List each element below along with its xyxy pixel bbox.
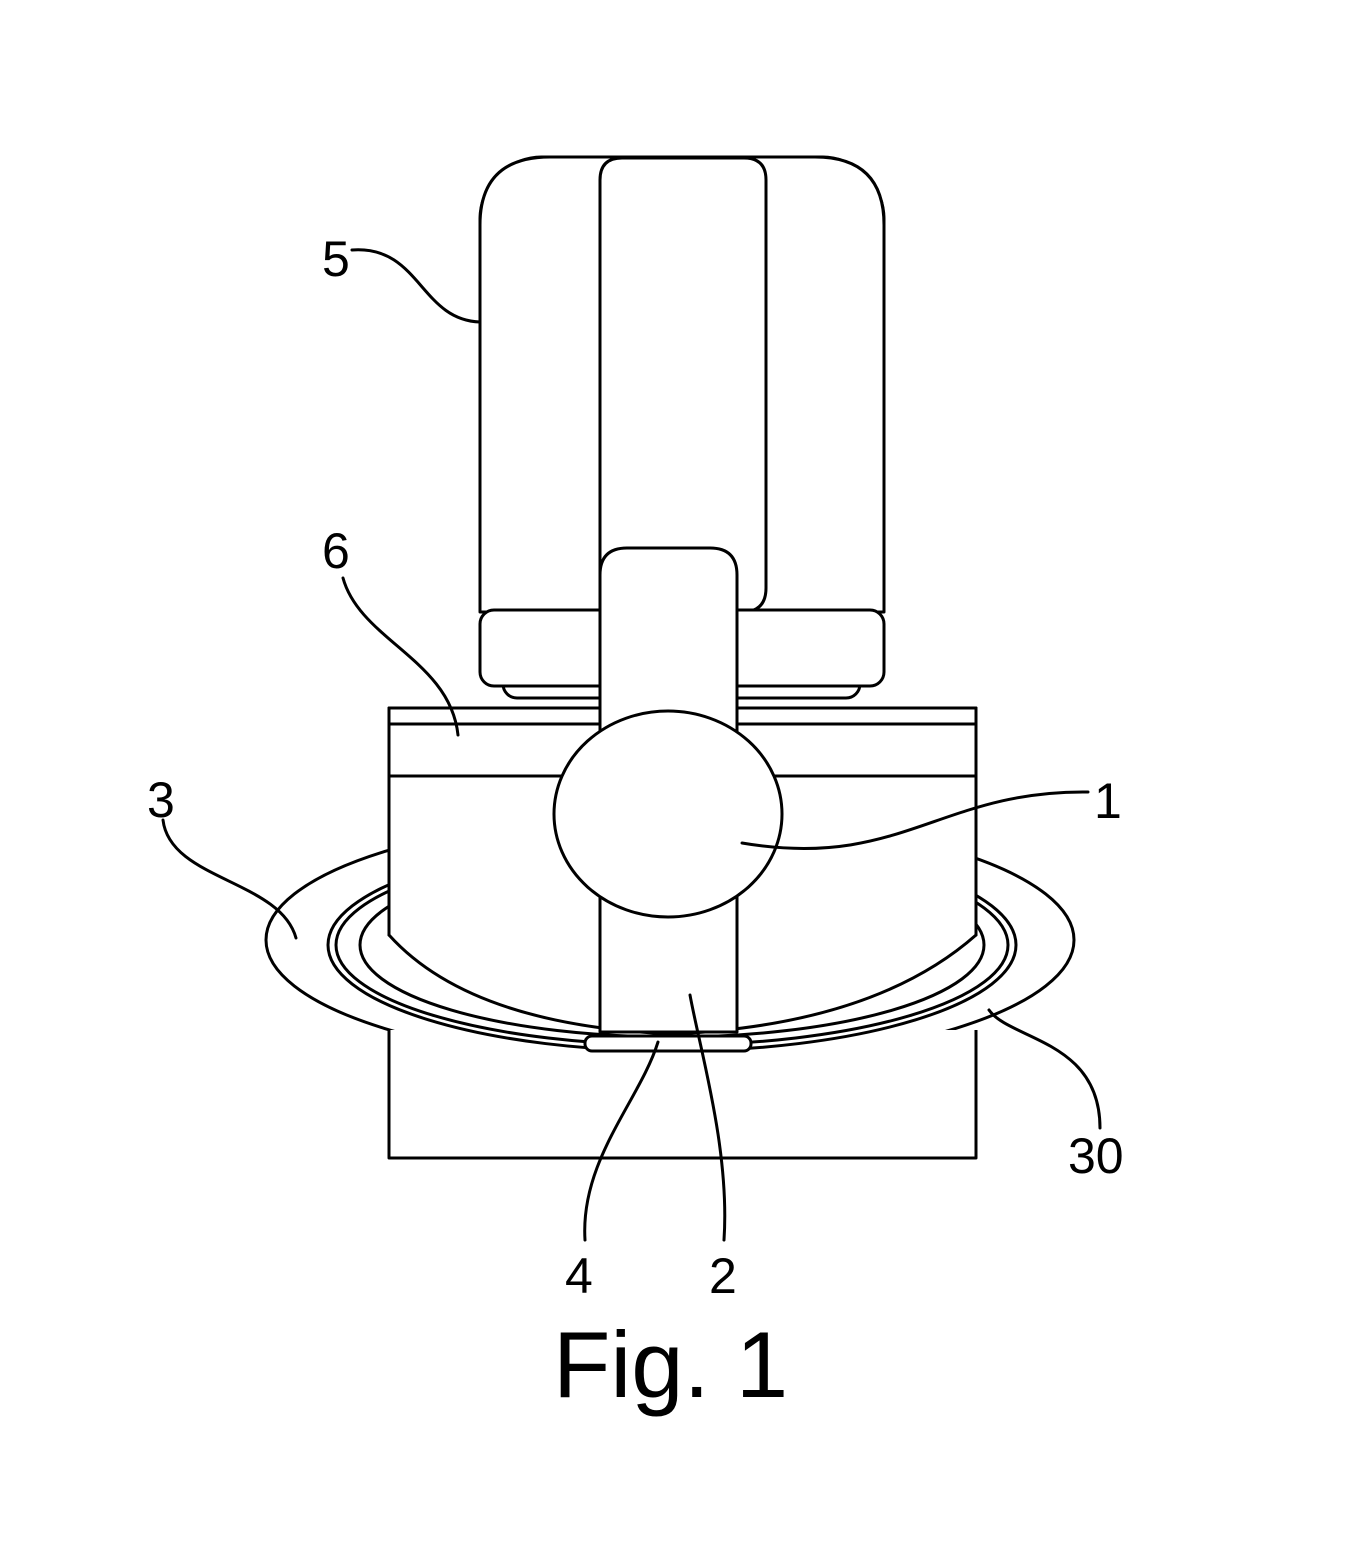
leader-1 (740, 790, 1090, 851)
label-3: 3 (147, 772, 175, 828)
foot-tab-4 (583, 1034, 753, 1053)
leader-6 (341, 576, 460, 737)
label-1: 1 (1094, 773, 1122, 829)
leader-3 (161, 818, 298, 940)
label-30: 30 (1068, 1128, 1124, 1184)
reference-numerals: 5 6 3 1 30 4 2 (147, 231, 1124, 1304)
leader-lines (161, 248, 1102, 1242)
cylinder-lower-body (387, 1030, 978, 1160)
leader-5 (350, 248, 482, 324)
figure-caption: Fig. 1 (553, 1312, 788, 1417)
housing-outline (478, 155, 886, 614)
leader-2 (688, 993, 727, 1242)
pivot-knob-1 (552, 709, 784, 919)
leader-4 (583, 1040, 660, 1242)
label-2: 2 (709, 1248, 737, 1304)
label-4: 4 (565, 1248, 593, 1304)
label-5: 5 (322, 231, 350, 287)
leader-30 (987, 1008, 1102, 1130)
label-6: 6 (322, 523, 350, 579)
